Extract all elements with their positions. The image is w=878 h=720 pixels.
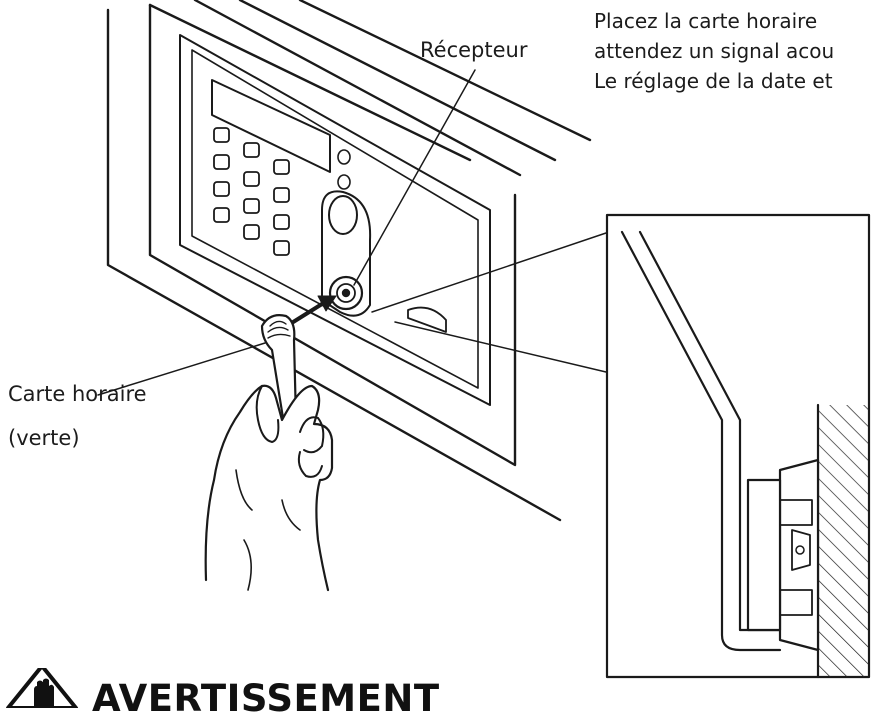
instruction-line-2: attendez un signal acou xyxy=(594,39,835,63)
door-panel-inner xyxy=(191,49,479,389)
hand xyxy=(204,384,334,592)
receiver xyxy=(328,275,364,311)
safe-top-diagonal-3 xyxy=(238,0,557,162)
door-panel xyxy=(179,34,491,406)
knob xyxy=(328,195,358,235)
instruction-line-1: Placez la carte horaire xyxy=(594,9,818,33)
knob-housing xyxy=(321,190,372,317)
instruction-line-3: Le réglage de la date et xyxy=(594,69,833,93)
receiver-label: Récepteur xyxy=(420,38,528,62)
insert-arrow xyxy=(288,302,324,326)
safe-top-diagonal-2 xyxy=(193,0,522,177)
warning-hand-icon xyxy=(6,668,78,708)
detail-frame xyxy=(605,213,871,679)
safe-top-diagonal-1 xyxy=(148,3,472,162)
receiver-leader xyxy=(353,69,476,286)
zoom-leader-top xyxy=(371,232,607,313)
card-label-line1: Carte horaire xyxy=(8,382,147,406)
keypad xyxy=(213,127,290,256)
lcd-display xyxy=(211,79,331,173)
card-leader xyxy=(97,342,266,396)
handle-slot xyxy=(407,306,447,333)
safe-body-left-edge xyxy=(106,8,562,522)
safe-top-diagonal-4 xyxy=(298,0,592,142)
safe-door-outer-frame xyxy=(148,3,517,467)
instruction-text: Placez la carte horaire attendez un sign… xyxy=(594,6,878,96)
zoom-leader-bottom xyxy=(394,321,607,373)
warning-title: AVERTISSEMENT xyxy=(92,677,440,720)
receiver-section xyxy=(778,458,820,652)
card-label-line2: (verte) xyxy=(8,426,80,450)
